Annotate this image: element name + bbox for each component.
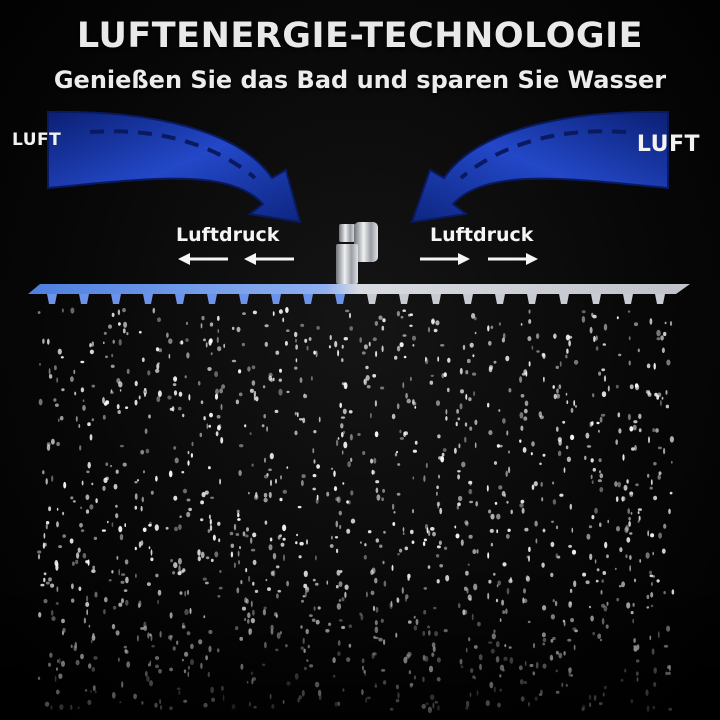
- arrow-right-icon: [420, 253, 538, 265]
- curved-arrow-down-right-icon: [47, 110, 302, 224]
- pressure-label-right: Luftdruck: [430, 224, 534, 246]
- curved-arrow-down-left-icon: [410, 110, 669, 224]
- rain-shower-head-icon: [28, 222, 690, 304]
- page-subtitle: Genießen Sie das Bad und sparen Sie Wass…: [53, 66, 667, 94]
- arrow-left-icon: [178, 253, 294, 265]
- air-label-left: LUFT: [12, 130, 62, 150]
- pressure-label-left: Luftdruck: [176, 224, 280, 246]
- air-label-right: LUFT: [636, 132, 700, 157]
- page-title: LUFTENERGIE-TECHNOLOGIE: [76, 16, 644, 56]
